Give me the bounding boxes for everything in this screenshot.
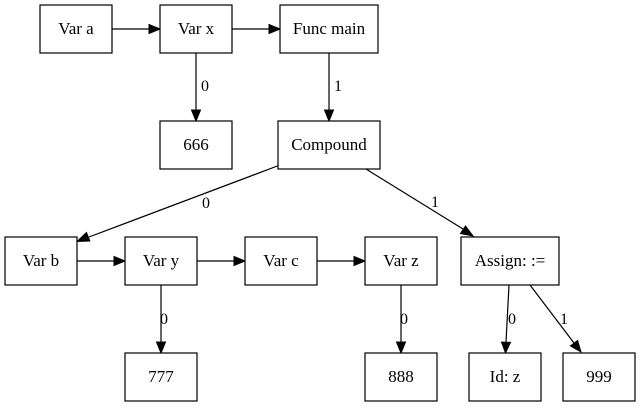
edge-var-z-to-888: 0 — [395, 285, 408, 355]
edge-label: 0 — [400, 311, 408, 328]
edge-compound-to-var-b: 0 — [75, 164, 281, 243]
node-888[interactable]: 888 — [364, 352, 438, 402]
node-assign[interactable]: Assign: := — [460, 236, 560, 286]
node-label: 999 — [586, 367, 612, 386]
node-label: Func main — [293, 19, 366, 38]
edge-var-y-to-777: 0 — [155, 285, 168, 355]
node-666[interactable]: 666 — [159, 120, 233, 170]
edge-label: 0 — [202, 195, 210, 212]
node-compound[interactable]: Compound — [277, 120, 381, 170]
node-label: Var y — [143, 251, 180, 270]
node-id-z[interactable]: Id: z — [468, 352, 542, 402]
node-var-b[interactable]: Var b — [4, 236, 78, 286]
edge-var-c-to-var-z — [317, 255, 367, 267]
node-label: Var x — [178, 19, 215, 38]
edge-var-b-to-var-y — [77, 255, 127, 267]
node-label: Var c — [263, 251, 299, 270]
node-func-main[interactable]: Func main — [279, 4, 379, 54]
edge-label: 0 — [508, 311, 516, 328]
edge-compound-to-assign: 1 — [365, 168, 475, 237]
edge-assign-to-id-z: 0 — [500, 284, 516, 355]
node-label: 666 — [183, 135, 209, 154]
node-label: Var z — [383, 251, 419, 270]
node-var-z[interactable]: Var z — [364, 236, 438, 286]
edge-var-x-to-666: 0 — [190, 53, 209, 123]
edge-label: 0 — [201, 78, 209, 95]
node-label: Var a — [58, 19, 94, 38]
node-var-a[interactable]: Var a — [39, 4, 113, 54]
node-var-c[interactable]: Var c — [244, 236, 318, 286]
edge-label: 1 — [431, 194, 439, 211]
edge-var-a-to-var-x — [112, 23, 162, 35]
nodes: Var a Var x Func main 666 Compound Var b… — [4, 4, 636, 402]
edge-label: 1 — [334, 78, 342, 95]
node-label: 777 — [148, 367, 174, 386]
edge-assign-to-999: 1 — [529, 284, 582, 354]
node-label: Assign: := — [475, 251, 546, 270]
node-label: Id: z — [490, 367, 521, 386]
node-var-y[interactable]: Var y — [124, 236, 198, 286]
node-label: Compound — [291, 135, 367, 154]
node-999[interactable]: 999 — [562, 352, 636, 402]
node-label: Var b — [23, 251, 59, 270]
edge-var-x-to-func-main — [232, 23, 282, 35]
node-777[interactable]: 777 — [124, 352, 198, 402]
node-var-x[interactable]: Var x — [159, 4, 233, 54]
edge-label: 1 — [560, 311, 568, 328]
edge-var-y-to-var-c — [197, 255, 247, 267]
node-label: 888 — [388, 367, 414, 386]
edges: 0 1 0 1 — [75, 23, 582, 355]
edge-label: 0 — [160, 311, 168, 328]
edge-func-main-to-compound: 1 — [323, 53, 342, 123]
